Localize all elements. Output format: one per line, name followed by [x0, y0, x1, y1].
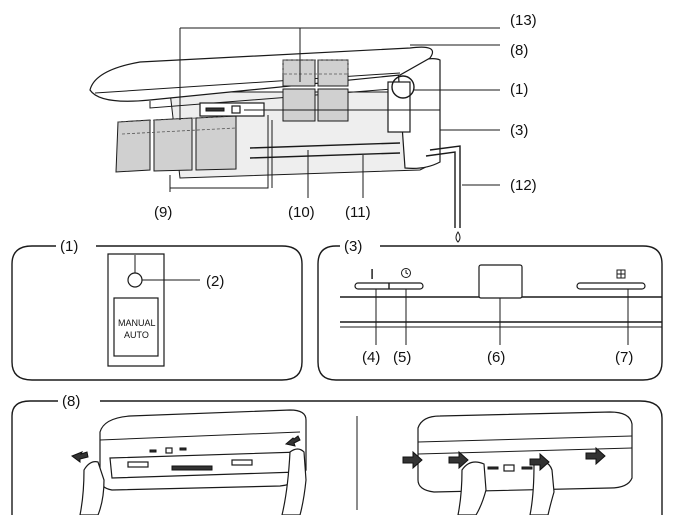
fan-grid-icon: [616, 269, 626, 279]
label-6: (6): [487, 349, 505, 366]
filter-upper-2: [317, 59, 349, 87]
label-4: (4): [362, 349, 380, 366]
label-12: (12): [510, 177, 537, 194]
push-arrow-icon: [70, 451, 89, 463]
drain-hose: [429, 145, 461, 228]
timer-clock-icon: [401, 268, 411, 278]
label-8: (8): [510, 42, 528, 59]
label-10: (10): [288, 204, 315, 221]
left-hand-push: [457, 461, 487, 515]
right-hand: [281, 448, 307, 515]
label-5: (5): [393, 349, 411, 366]
push-arrow-icon-2: [284, 435, 301, 447]
filter-lower-2: [317, 88, 349, 122]
manual-auto-button[interactable]: [113, 297, 159, 357]
right-hand-push: [529, 461, 555, 515]
signal-receiver: [478, 264, 523, 299]
closing-front-panel-illustration: [402, 411, 633, 515]
filter-left-2: [153, 117, 193, 172]
detail-panel-8: (8): [11, 393, 663, 515]
push-arrow-icon-4: [448, 450, 469, 470]
panel-3-label: (3): [344, 238, 362, 255]
indoor-unit-overview: (13) (8) (1) (3) (12) (9) (10) (11): [89, 12, 537, 243]
louvre-upper: [249, 142, 401, 149]
left-hand: [79, 461, 105, 515]
detail-panel-3: (3) I (4) (5) (6) (7): [317, 238, 663, 381]
leader-13: [179, 27, 301, 120]
indicator-light: [127, 272, 143, 288]
leader-3: [244, 109, 500, 131]
louvre-lower: [249, 152, 401, 159]
switch-highlight-circle: [391, 75, 415, 99]
label-11: (11): [345, 204, 371, 221]
manual-text: MANUAL: [118, 318, 156, 328]
filter-left-3: [195, 115, 237, 171]
filter-left-1: [115, 119, 151, 173]
push-arrow-icon-5: [529, 452, 550, 472]
water-drop-icon: [455, 231, 461, 243]
label-13: (13): [510, 12, 537, 29]
label-7: (7): [615, 349, 633, 366]
detail-panel-1: (1) MANUAL AUTO (2): [11, 238, 303, 381]
auto-text: AUTO: [124, 330, 149, 340]
switch-cover: [387, 81, 411, 133]
filter-upper-1: [282, 59, 316, 87]
push-arrow-icon-6: [585, 446, 606, 466]
power-indicator-symbol: I: [370, 266, 374, 283]
filter-lower-1: [282, 88, 316, 122]
label-2: (2): [206, 273, 224, 290]
indicator-strip-fan: [576, 282, 646, 290]
label-3: (3): [510, 122, 528, 139]
push-arrow-icon-3: [402, 450, 423, 470]
opening-front-panel-illustration: [70, 409, 307, 515]
panel-1-label: (1): [60, 238, 78, 255]
label-9: (9): [154, 204, 172, 221]
panel-8-label: (8): [62, 393, 80, 410]
leader-9a: [170, 115, 269, 189]
label-1: (1): [510, 81, 528, 98]
